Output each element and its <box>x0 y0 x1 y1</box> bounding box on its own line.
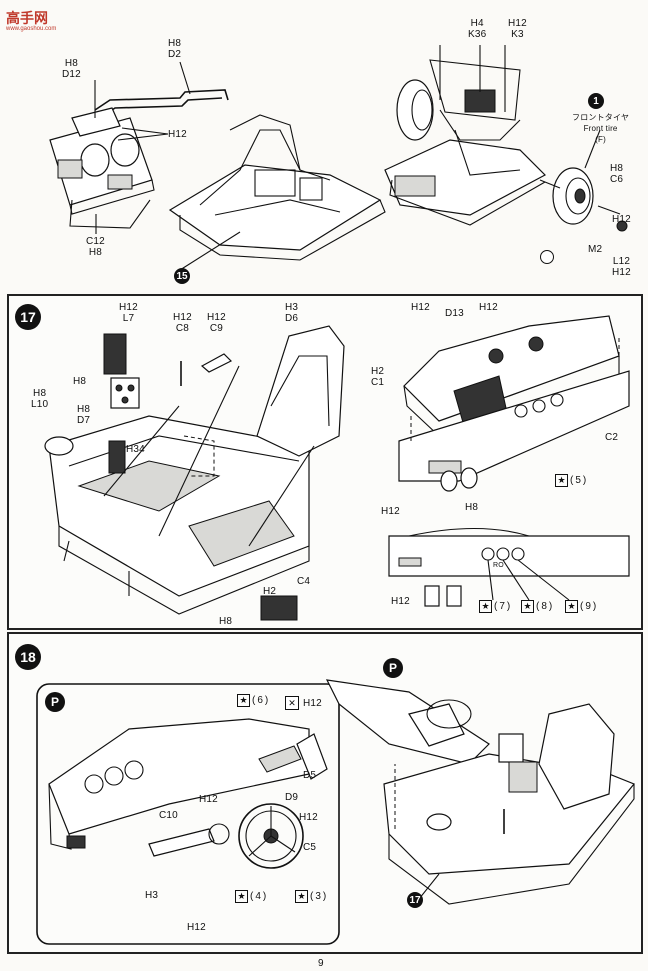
parts-badge-1: 1 <box>588 93 604 109</box>
label-d13: D13 <box>445 308 464 319</box>
page-number: 9 <box>318 958 324 969</box>
label-d9: D9 <box>285 792 299 803</box>
label-h12-c: H12 <box>299 812 318 823</box>
p-badge-inset: P <box>45 692 65 712</box>
label-c2: C2 <box>605 432 619 443</box>
label-h12-b: H12 <box>612 214 631 225</box>
step-17-number: 17 <box>15 304 41 330</box>
watermark-logo: 高手网 <box>6 11 48 27</box>
label-h2-a: H2 <box>263 586 277 597</box>
label-h12-a: H12 <box>303 698 322 709</box>
sprue-cross-icon: ✕ <box>285 696 299 710</box>
paint-star-5: ★(5) <box>555 474 586 487</box>
ref-step-17: 17 <box>407 892 423 908</box>
paint-star-7: ★(7) <box>479 600 510 613</box>
step17-drawing <box>44 315 630 621</box>
label-h12-top: H12 <box>479 302 498 313</box>
label-h12-b: H12 <box>199 794 218 805</box>
step16-drawing <box>49 45 628 271</box>
step18-panel: 18 P P ★(6) H12 D5 D9 C10 H12 H12 C5 H12… <box>7 632 643 954</box>
label-c10: C10 <box>159 810 178 821</box>
label-h12-a: H12 <box>168 129 187 140</box>
paint-star-6: ★(6) <box>237 694 268 707</box>
ref-step-15: 15 <box>174 268 190 284</box>
label-h8-c: H8 <box>465 502 479 513</box>
label-h12-d: H12 <box>187 922 206 933</box>
label-h34: H34 <box>126 444 145 455</box>
label-c4: C4 <box>297 576 311 587</box>
step18-drawing <box>36 679 635 945</box>
p-badge-main: P <box>383 658 403 678</box>
label-c5: C5 <box>303 842 317 853</box>
label-m2: M2 <box>588 244 603 255</box>
watermark-url: www.gaoshou.com <box>6 26 57 32</box>
label-h3: H3 <box>145 890 159 901</box>
label-h8-a: H8 <box>73 376 87 387</box>
label-h12-c-top: H12 <box>411 302 430 313</box>
paint-star-8: ★(8) <box>521 600 552 613</box>
paint-star-3: ★(3) <box>295 890 326 903</box>
label-h12-d: H12 <box>391 596 410 607</box>
step-18-number: 18 <box>15 644 41 670</box>
label-h12-c: H12 <box>381 506 400 517</box>
paint-star-9: ★(9) <box>565 600 596 613</box>
label-d5: D5 <box>303 770 317 781</box>
label-ro: RO <box>493 562 504 569</box>
label-h8-b: H8 <box>219 616 233 627</box>
paint-star-4: ★(4) <box>235 890 266 903</box>
sprue-icon <box>540 250 554 264</box>
